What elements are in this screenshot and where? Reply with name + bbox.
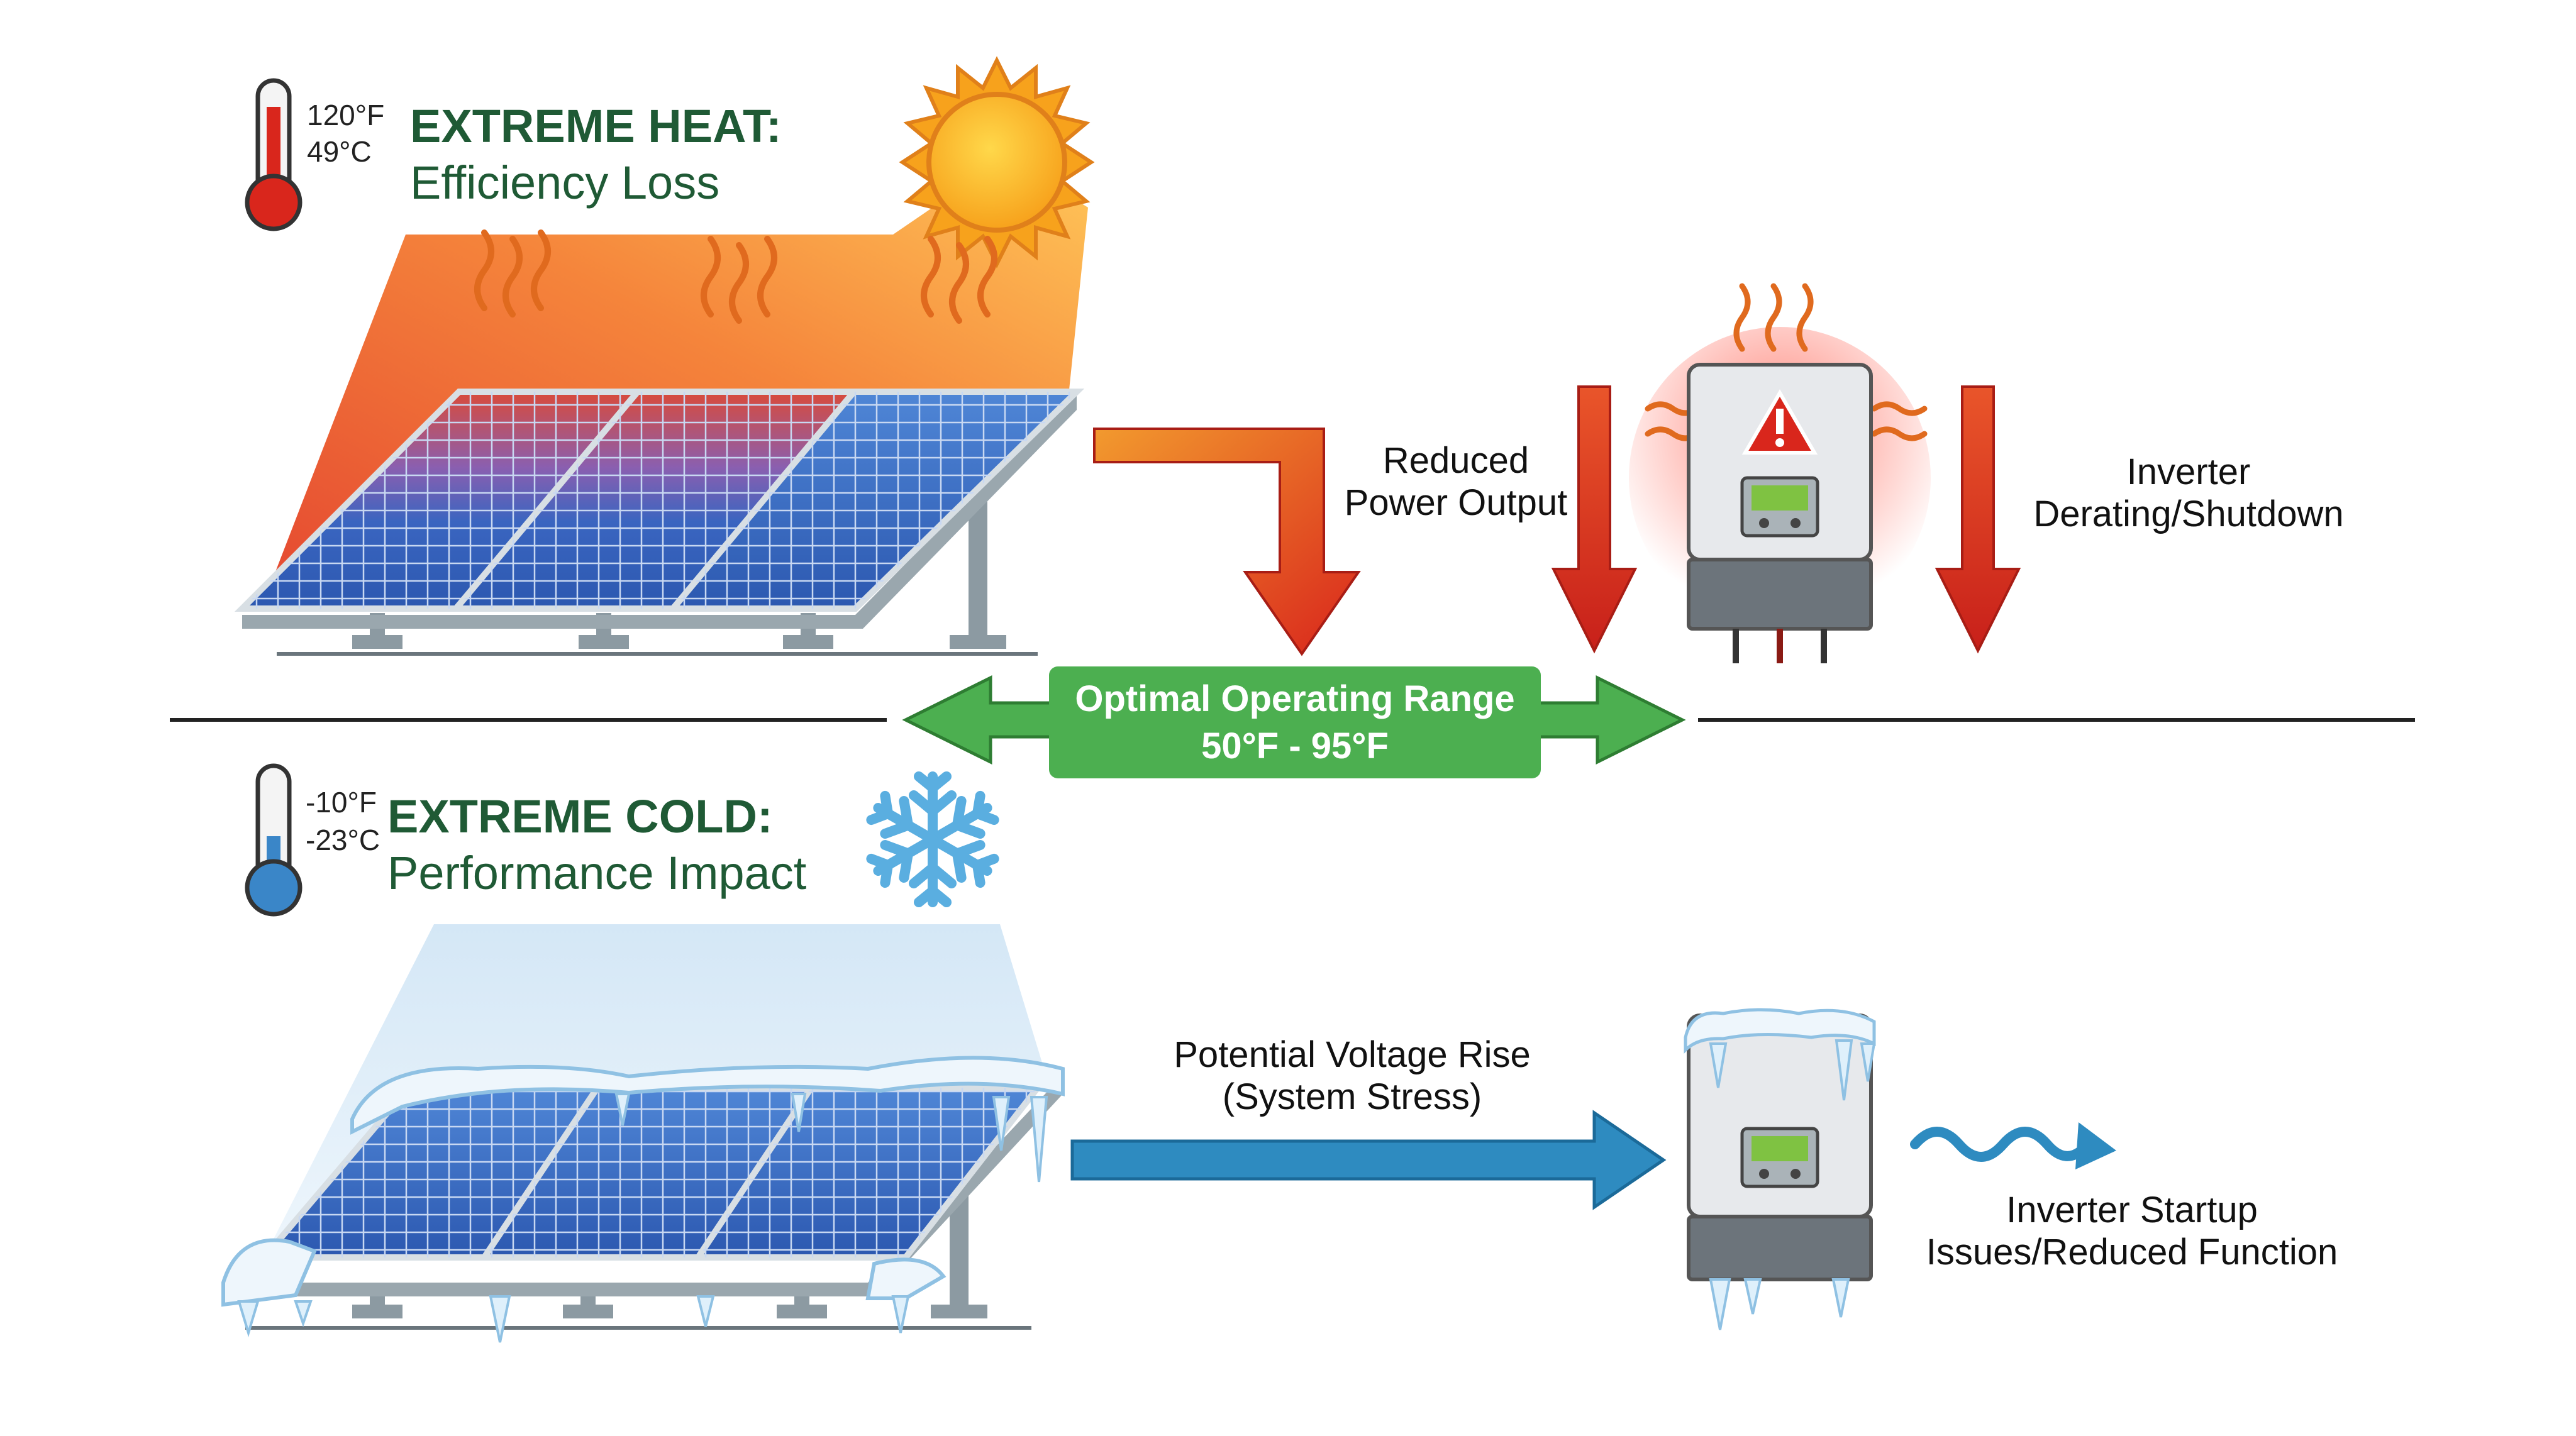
heat-subtitle: Efficiency Loss	[410, 157, 720, 209]
cold-subtitle: Performance Impact	[387, 847, 807, 899]
cold-temp-f: -10°F	[306, 786, 377, 819]
reduced-power-arrow	[1093, 428, 1361, 656]
inverter-startup-line-2: Issues/Reduced Function	[1926, 1231, 2338, 1273]
reduced-power-label: Reduced Power Output	[1333, 440, 1579, 524]
heat-waves	[474, 229, 997, 324]
hot-solar-panel-array	[234, 389, 1085, 656]
cold-temp-c: -23°C	[306, 824, 380, 856]
inverter-heat-arrow-left	[1551, 385, 1638, 654]
warning-icon	[1741, 389, 1818, 455]
optimal-range-title: Optimal Operating Range	[1075, 678, 1515, 719]
heat-temp-c: 49°C	[307, 135, 372, 168]
cold-title: EXTREME COLD:	[387, 790, 773, 842]
voltage-rise-label: Potential Voltage Rise (System Stress)	[1126, 1034, 1579, 1118]
sun-icon	[899, 56, 1095, 268]
optimal-range-value: 50°F - 95°F	[1201, 726, 1389, 766]
voltage-rise-line-1: Potential Voltage Rise	[1174, 1034, 1531, 1075]
heat-title: EXTREME HEAT:	[410, 100, 782, 152]
hot-inverter	[1629, 283, 1931, 663]
inverter-derating-line-1: Inverter	[2126, 451, 2251, 492]
optimal-range-box: Optimal Operating Range 50°F - 95°F	[1049, 666, 1541, 778]
heat-temp-f: 120°F	[307, 99, 385, 131]
inverter-derating-line-2: Derating/Shutdown	[2033, 493, 2344, 534]
frozen-solar-panel-array	[221, 1056, 1065, 1343]
snowflake-icon	[869, 771, 996, 902]
startup-issue-wavy-arrow	[1910, 1122, 2116, 1169]
inverter-startup-line-1: Inverter Startup	[2006, 1190, 2258, 1230]
reduced-power-line-1: Reduced	[1382, 440, 1530, 481]
inverter-startup-label: Inverter Startup Issues/Reduced Function	[1893, 1190, 2371, 1273]
thermometer-cold-icon	[245, 763, 303, 917]
frozen-inverter	[1684, 1008, 1876, 1330]
thermometer-hot-icon	[245, 78, 303, 231]
voltage-rise-line-2: (System Stress)	[1222, 1076, 1482, 1117]
inverter-heat-arrow-right	[1935, 385, 2021, 654]
reduced-power-line-2: Power Output	[1344, 482, 1568, 523]
inverter-derating-label: Inverter Derating/Shutdown	[2012, 451, 2365, 535]
voltage-rise-arrow	[1070, 1110, 1667, 1210]
